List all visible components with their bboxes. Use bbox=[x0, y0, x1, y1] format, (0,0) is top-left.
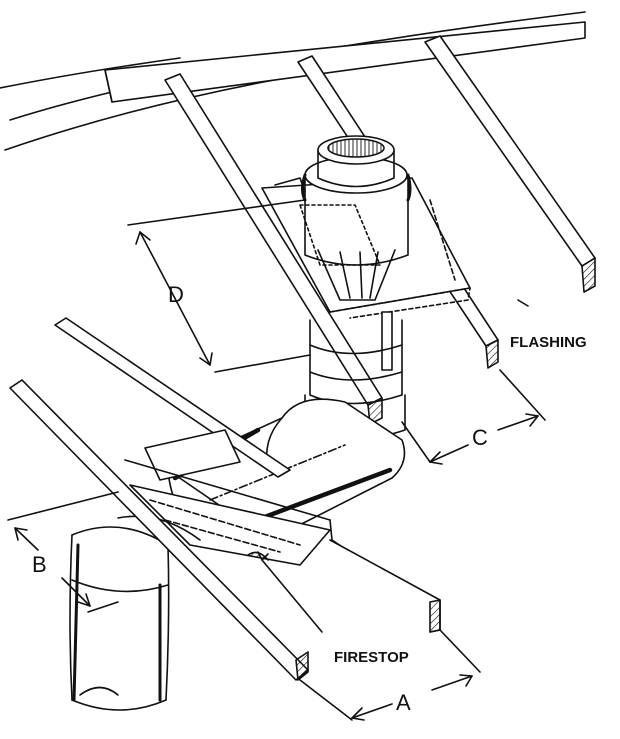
firestop-leader-arrow bbox=[257, 551, 269, 561]
ceiling-joist-lower bbox=[9, 379, 309, 681]
dimension-a-label: A bbox=[396, 690, 411, 715]
dimension-d bbox=[127, 199, 311, 373]
dimension-b-label: B bbox=[32, 552, 47, 577]
chimney-pipe-lower bbox=[69, 515, 201, 711]
flashing-label: FLASHING bbox=[510, 334, 587, 351]
dimension-b bbox=[7, 491, 119, 613]
ridge-beam bbox=[104, 21, 586, 103]
firestop-label: FIRESTOP bbox=[334, 649, 409, 666]
chimney-pipe-upper bbox=[301, 135, 412, 301]
rafter-right bbox=[424, 35, 596, 293]
dimension-c bbox=[401, 369, 546, 465]
dimension-a bbox=[299, 629, 481, 721]
flashing-leader bbox=[517, 299, 529, 307]
firestop-leader bbox=[261, 559, 323, 633]
ceiling-joist-upper bbox=[54, 317, 441, 633]
dimension-d-label: D bbox=[168, 282, 184, 307]
rafter-left bbox=[164, 73, 383, 425]
dimension-c-label: C bbox=[472, 425, 488, 450]
